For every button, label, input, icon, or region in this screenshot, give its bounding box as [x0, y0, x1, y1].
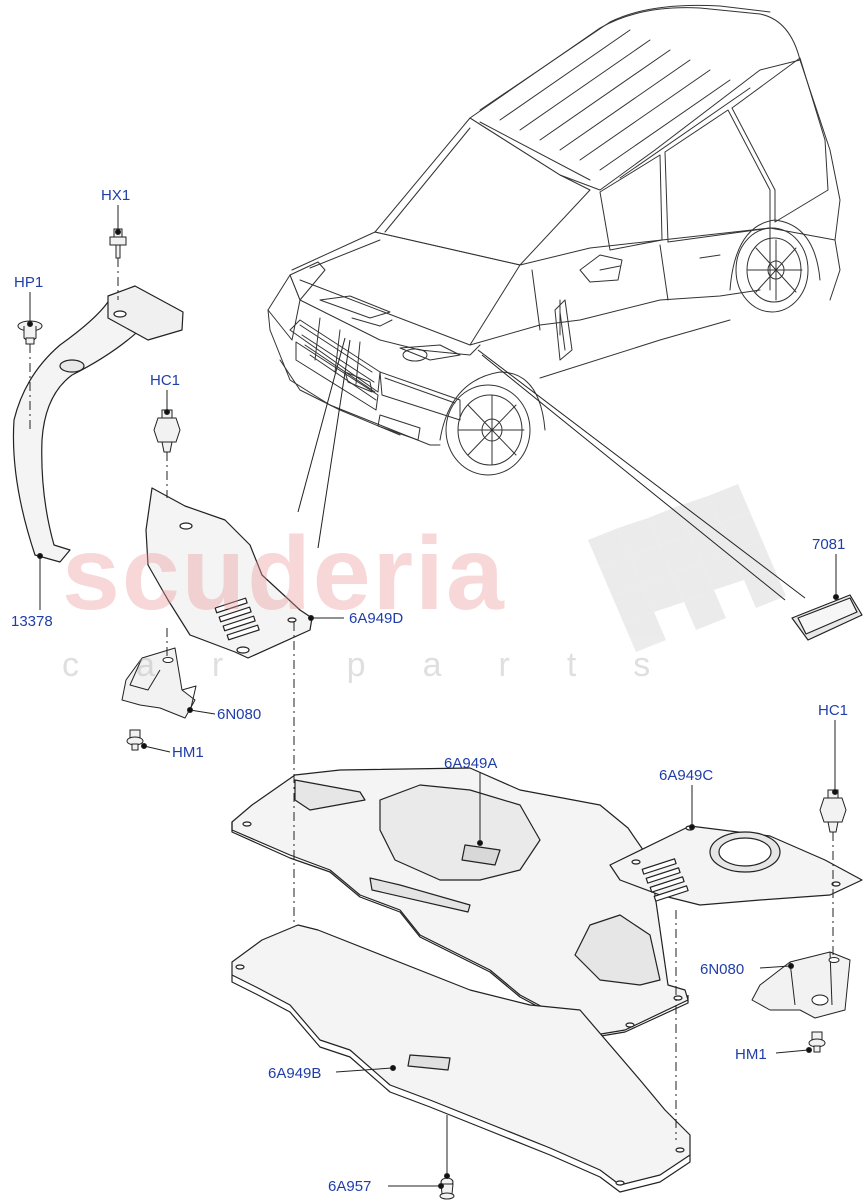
callout-7081[interactable]: 7081	[812, 536, 846, 553]
hc1-clip-right	[819, 789, 847, 833]
part-6a949c-engine-cover-right	[609, 825, 863, 906]
hm1-screw-right	[808, 1031, 826, 1053]
callout-6n080-right[interactable]: 6N080	[700, 961, 745, 978]
callout-leader-lines	[27, 205, 839, 1189]
part-7081-insulator	[791, 594, 863, 641]
callout-hx1[interactable]: HX1	[101, 187, 131, 204]
callout-hc1-right[interactable]: HC1	[818, 702, 849, 719]
hc1-clip-left	[153, 409, 181, 453]
checkered-flag-watermark	[588, 484, 786, 652]
vehicle-leader-lines	[297, 337, 806, 601]
callout-hc1-left[interactable]: HC1	[150, 372, 181, 389]
callout-6a949b[interactable]: 6A949B	[268, 1065, 322, 1082]
callout-6a957[interactable]: 6A957	[328, 1178, 372, 1195]
part-6a949b-engine-undershield	[231, 924, 691, 1193]
part-6n080-bracket-right	[751, 951, 851, 1019]
hm1-screw-left	[126, 729, 144, 751]
part-6a957-pin	[439, 1177, 455, 1200]
part-6a949d-engine-cover-left	[145, 487, 313, 659]
part-13378-seal-strip	[12, 285, 184, 563]
vehicle-illustration	[267, 4, 841, 476]
part-6n080-bracket-left	[121, 647, 197, 719]
watermark-subtitle: car parts	[62, 646, 708, 684]
callout-hm1-right[interactable]: HM1	[735, 1046, 767, 1063]
callout-hp1[interactable]: HP1	[14, 274, 44, 291]
watermark-brand: scuderia	[62, 516, 506, 632]
assembly-center-lines	[29, 258, 834, 1140]
callout-hm1-left[interactable]: HM1	[172, 744, 204, 761]
part-6a949a-engine-cover-main	[231, 767, 689, 1038]
callout-6n080-left[interactable]: 6N080	[217, 706, 262, 723]
callout-6a949a[interactable]: 6A949A	[444, 755, 498, 772]
callout-6a949d[interactable]: 6A949D	[349, 610, 404, 627]
callout-13378[interactable]: 13378	[11, 613, 53, 630]
callout-6a949c[interactable]: 6A949C	[659, 767, 714, 784]
